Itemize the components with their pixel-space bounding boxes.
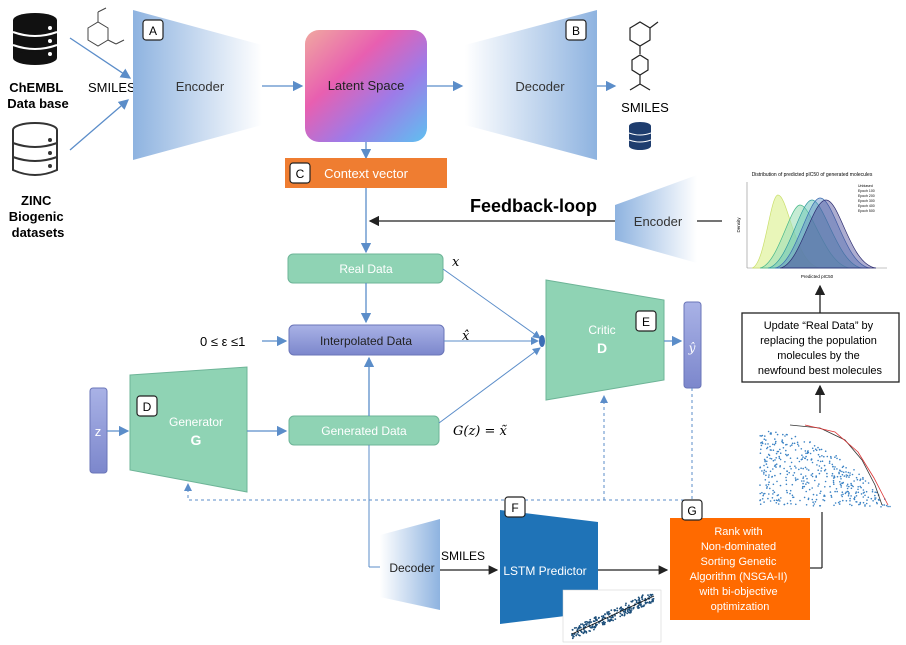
nsga-block — [670, 518, 810, 620]
svg-text:Distribution of predicted pIC5: Distribution of predicted pIC50 of gener… — [752, 172, 873, 178]
update-real-data-text: Update “Real Data” by replacing the popu… — [758, 320, 883, 377]
badge-a — [142, 19, 164, 41]
chembl-database-icon — [12, 13, 58, 65]
yhat-symbol: ŷ — [688, 341, 696, 355]
context-vector-block — [285, 158, 447, 188]
density-chart-image: Distribution of predicted pIC50 of gener… — [727, 165, 895, 283]
latent-space-label: Latent Space — [328, 78, 405, 93]
feedback-encoder-block — [615, 175, 697, 263]
generated-data-label: Generated Data — [321, 424, 407, 438]
gz-expression: G(z) = x̃ — [453, 424, 508, 439]
smiles-lstm-label: SMILES — [441, 549, 485, 563]
decoder-block — [465, 10, 597, 160]
critic-label: Critic — [588, 323, 615, 337]
chembl-label: ChEMBL Data base — [7, 80, 68, 111]
molecule-output-icon — [629, 21, 659, 91]
svg-text:Epoch 100: Epoch 100 — [858, 189, 875, 193]
lstm-predictor-label: LSTM Predictor — [503, 564, 586, 578]
pareto-scatter-image — [742, 415, 902, 513]
smiles-output-label: SMILES — [621, 100, 669, 115]
svg-text:D: D — [143, 400, 152, 414]
svg-text:F: F — [511, 501, 518, 515]
svg-text:Epoch 500: Epoch 500 — [858, 209, 875, 213]
svg-text:Predicted pIC50: Predicted pIC50 — [801, 274, 834, 279]
svg-text:C: C — [296, 167, 305, 181]
epsilon-label: 0 ≤ ε ≤1 — [200, 334, 245, 349]
update-real-data-box — [741, 312, 900, 383]
svg-text:G: G — [687, 504, 696, 518]
svg-text:Epoch 200: Epoch 200 — [858, 194, 875, 198]
svg-text:Epoch 300: Epoch 300 — [858, 199, 875, 203]
generator-block — [129, 366, 248, 493]
smiles-decoder-label: Decoder — [389, 561, 434, 575]
zinc-database-icon — [12, 122, 58, 176]
badge-b — [565, 19, 587, 41]
svg-text:E: E — [642, 315, 650, 329]
encoder-block — [133, 10, 262, 160]
output-database-icon — [628, 122, 652, 150]
xhat-symbol: x̂ — [462, 329, 470, 344]
smiles-input-label: SMILES — [88, 80, 136, 95]
nsga-label: Rank with Non-dominated Sorting Genetic … — [690, 526, 791, 613]
svg-text:Density: Density — [736, 217, 741, 233]
feedback-loop-label: Feedback-loop — [470, 196, 597, 216]
badge-f — [504, 496, 526, 518]
interpolated-data-label: Interpolated Data — [320, 334, 412, 348]
badge-e — [635, 310, 657, 332]
x-symbol: x — [452, 255, 460, 270]
svg-text:Unbiased: Unbiased — [858, 184, 873, 188]
real-data-label: Real Data — [339, 262, 393, 276]
generated-data-block — [288, 415, 440, 446]
svg-text:Epoch 400: Epoch 400 — [858, 204, 875, 208]
z-label: z — [95, 424, 102, 439]
feedback-encoder-label: Encoder — [634, 214, 683, 229]
badge-c — [289, 162, 311, 184]
generator-g-label: G — [191, 432, 202, 448]
molecule-input-icon — [87, 7, 125, 47]
badge-d — [136, 395, 158, 417]
context-vector-label: Context vector — [324, 166, 408, 181]
decoder-label: Decoder — [515, 79, 565, 94]
generator-label: Generator — [169, 415, 223, 429]
regression-scatter-image — [562, 589, 662, 643]
interpolated-data-block — [288, 324, 445, 356]
critic-block — [545, 279, 665, 401]
badge-g — [681, 499, 703, 521]
latent-space-block — [305, 30, 427, 142]
critic-d-label: D — [597, 340, 607, 356]
smiles-decoder-block — [380, 519, 440, 610]
svg-text:A: A — [149, 24, 157, 38]
encoder-label: Encoder — [176, 79, 225, 94]
svg-text:B: B — [572, 24, 580, 38]
zinc-label: ZINC Biogenic datasets — [9, 193, 68, 240]
